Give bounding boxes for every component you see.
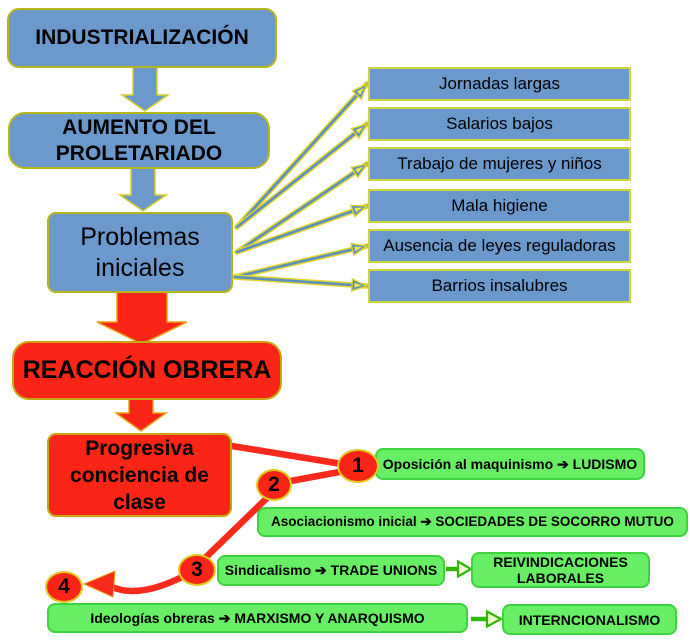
stage-box-ludismo: Oposición al maquinismo ➔ LUDISMO <box>375 448 645 480</box>
problem-row-trabajo: Trabajo de mujeres y niños <box>368 147 631 181</box>
connector-3-4 <box>108 571 190 595</box>
green-arrows <box>446 559 504 629</box>
problem-row-jornadas: Jornadas largas <box>368 67 631 101</box>
box-progresiva-conciencia: Progresiva conciencia de clase <box>47 433 232 517</box>
stage-circle-2: 2 <box>256 469 292 501</box>
problem-row-leyes: Ausencia de leyes reguladoras <box>368 229 631 263</box>
problem-row-barrios: Barrios insalubres <box>368 269 631 303</box>
stage-box-trade-unions: Sindicalismo ➔ TRADE UNIONS <box>217 555 445 586</box>
result-box-interncionalismo: INTERNCIONALISMO <box>502 604 677 635</box>
stage-circle-1: 1 <box>337 449 379 483</box>
arrowhead-3-4 <box>82 570 116 598</box>
fan-arrows <box>232 81 370 286</box>
red-arrow-problemas-reaccion <box>96 291 188 345</box>
connector-2-3 <box>197 493 272 566</box>
fan-arrow-salarios <box>234 121 370 230</box>
fan-arrow-barrios <box>232 274 370 286</box>
connector-progresiva-1 <box>228 442 352 469</box>
box-aumento-proletariado: AUMENTO DEL PROLETARIADO <box>8 112 270 169</box>
stage-circle-4: 4 <box>45 571 83 603</box>
fan-arrow-trabajo <box>234 161 370 255</box>
box-industrializacion: INDUSTRIALIZACIÓN <box>7 8 277 68</box>
blue-arrow-indus-aumento <box>119 65 171 112</box>
stage-circle-3: 3 <box>178 554 216 586</box>
red-arrow-reaccion-progresiva <box>113 398 169 432</box>
fan-arrow-jornadas <box>234 81 370 230</box>
problem-row-higiene: Mala higiene <box>368 189 631 223</box>
stage-box-ideologias: Ideologías obreras ➔ MARXISMO Y ANARQUIS… <box>47 603 468 633</box>
stage-box-socorro-mutuo: Asociacionismo inicial ➔ SOCIEDADES DE S… <box>257 507 688 537</box>
fan-arrow-leyes <box>232 246 370 280</box>
stage-connectors <box>108 442 354 595</box>
problem-row-salarios: Salarios bajos <box>368 107 631 141</box>
result-box-reivindicaciones: REIVINDICACIONES LABORALES <box>471 552 650 588</box>
box-problemas-iniciales: Problemas iniciales <box>47 212 233 293</box>
fan-arrow-higiene <box>234 203 370 255</box>
box-reaccion-obrera: REACCIÓN OBRERA <box>12 341 282 400</box>
blue-arrow-aumento-problemas <box>117 166 169 212</box>
